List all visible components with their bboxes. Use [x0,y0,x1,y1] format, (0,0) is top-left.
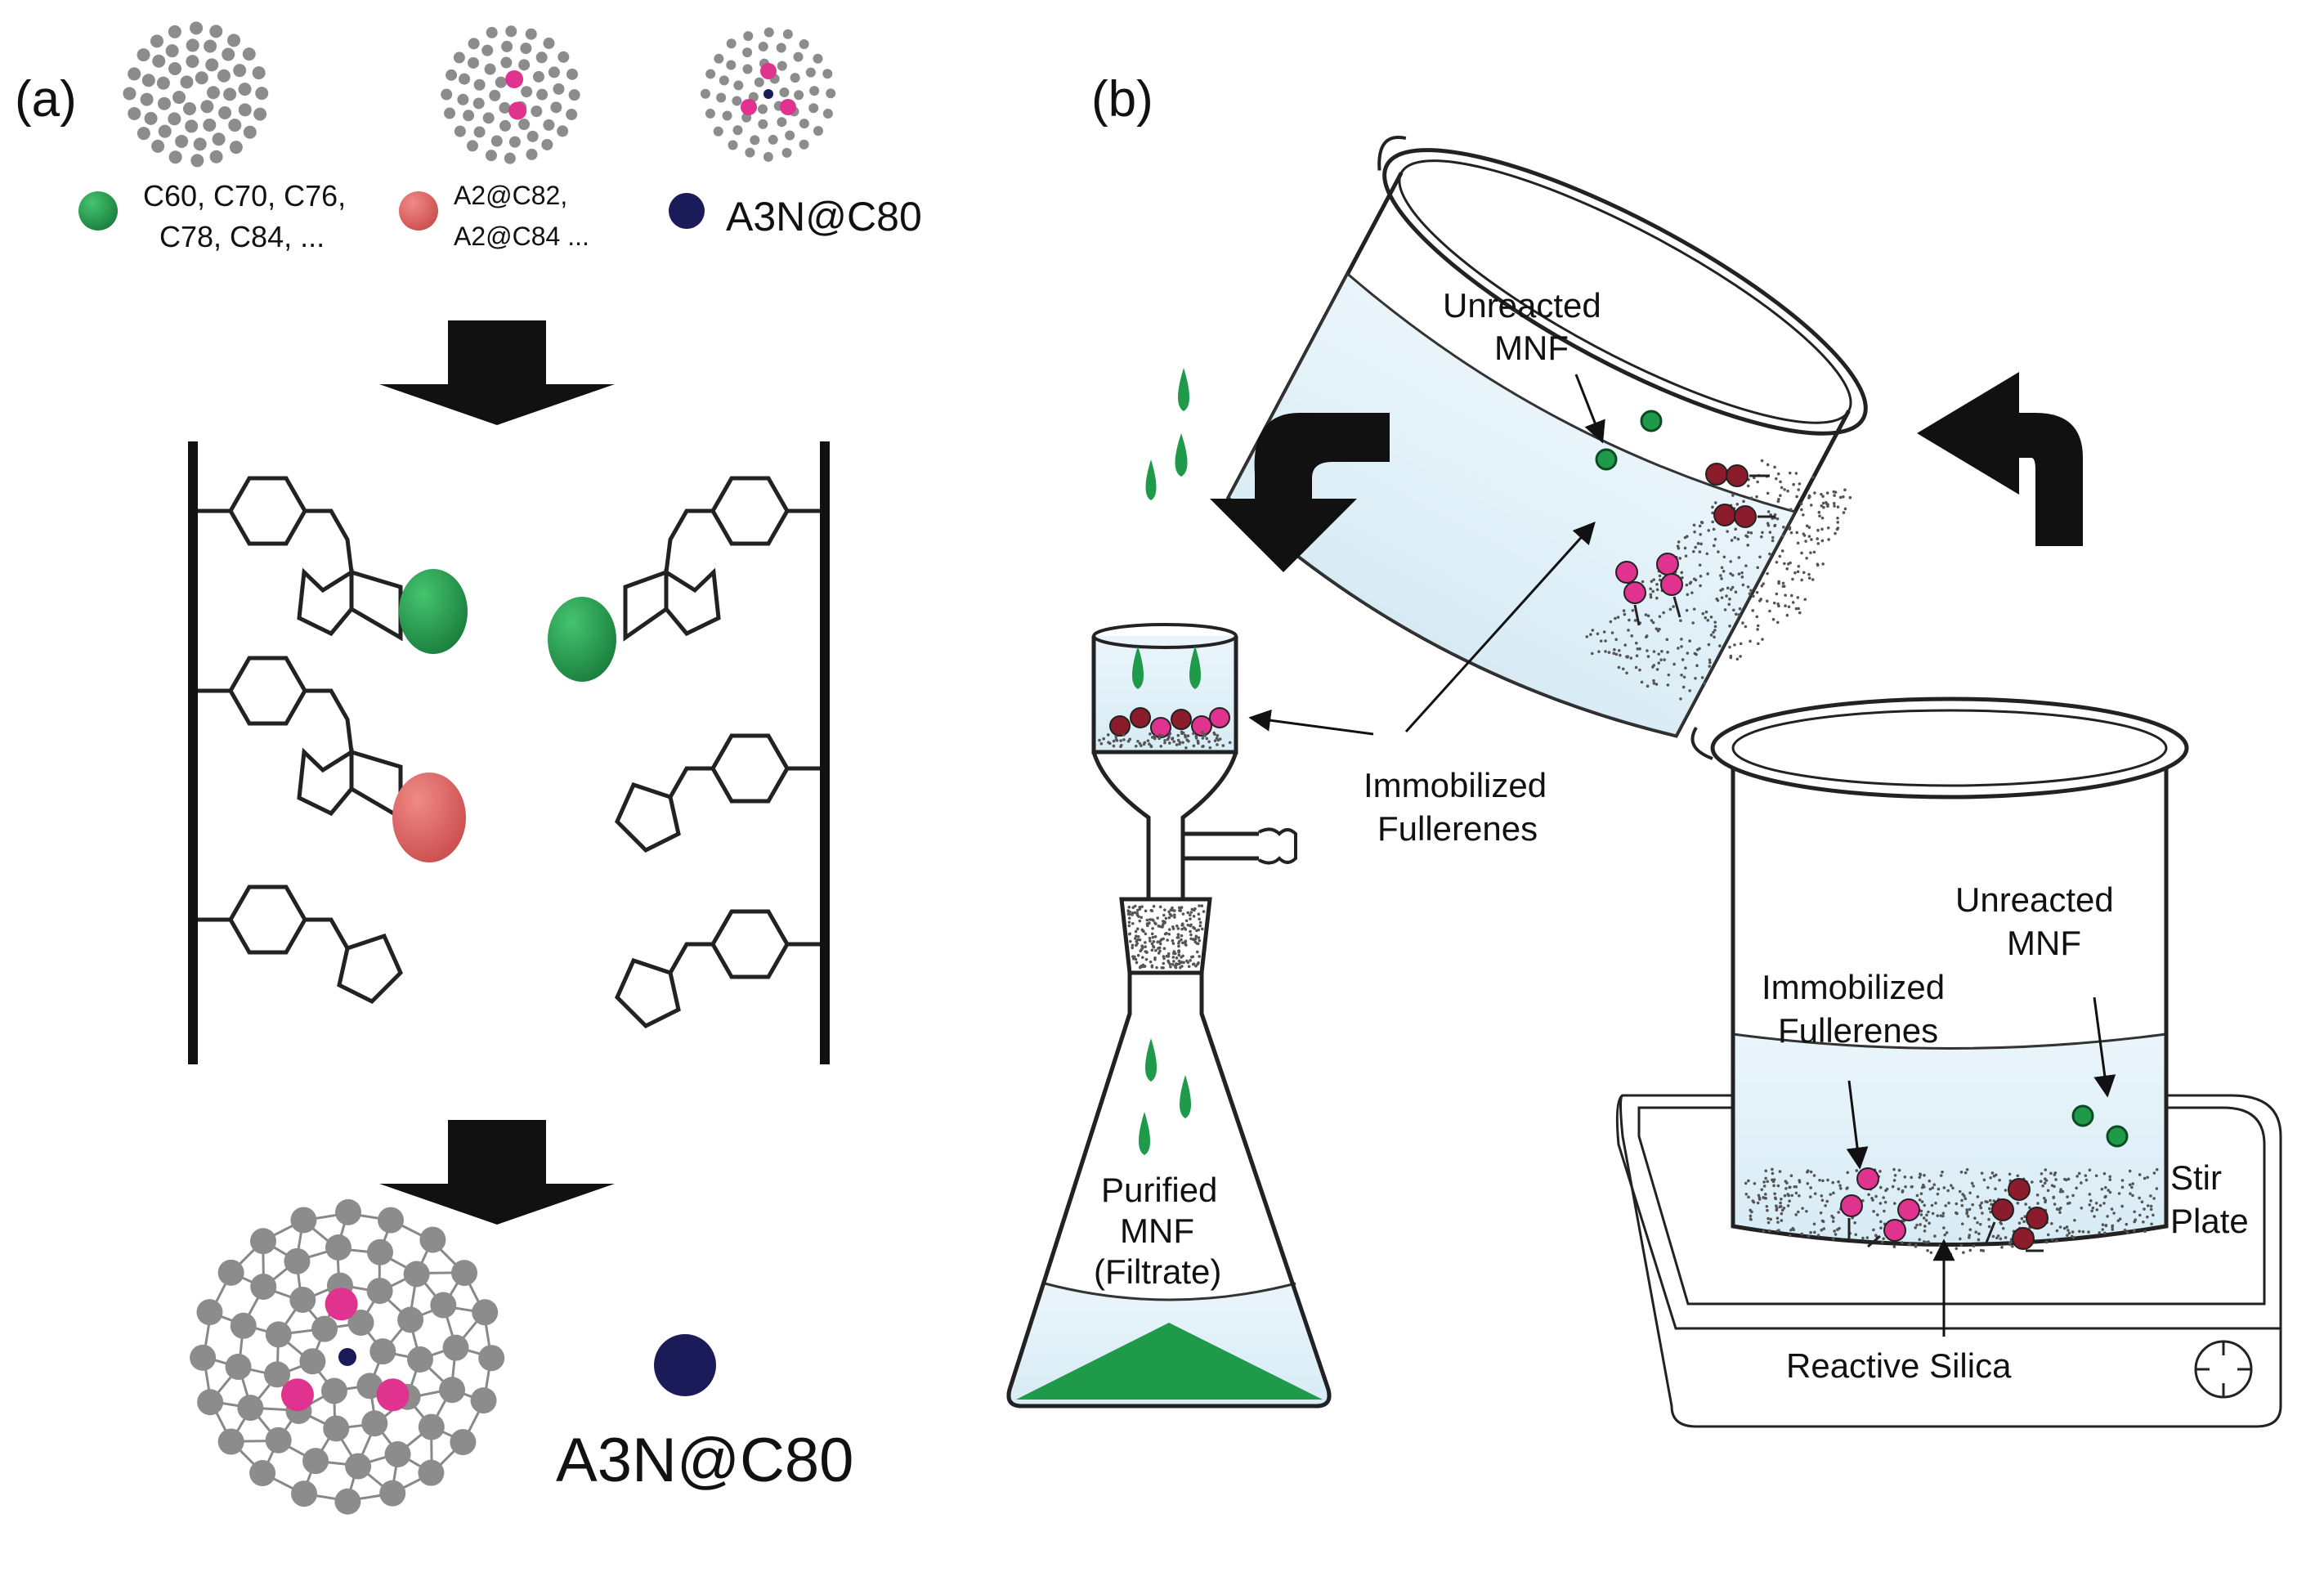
dimetallo-fullerene-cage-icon [441,25,580,164]
tilted-unreacted-line1: Unreacted [1443,286,1601,325]
bound-empty-fullerene [399,569,468,654]
purified-nitride-fullerene-cage-icon [190,1198,505,1515]
tilted-unreacted-line2: MNF [1494,329,1569,367]
flask-label-line2: MNF [1120,1212,1194,1250]
legend-nitride-label: A3N@C80 [726,194,922,240]
left-linkers [198,476,403,1005]
stir-immobilized-line2: Fullerenes [1778,1011,1938,1050]
falling-drops [1145,368,1189,500]
funnel-immobilized-fullerenes [1109,707,1230,738]
panel-a: (a) C60, C70, C76, C78, C84, ... A2@C82,… [15,21,922,1515]
filter-flask [1006,973,1332,1409]
pointer-arrow [1248,709,1374,736]
flask-label-line1: Purified [1101,1171,1217,1209]
silica-surface-right [820,441,830,1064]
down-arrow-icon [379,320,615,425]
navy-ball-icon [654,1334,716,1396]
silica-label: Reactive Silica [1786,1346,2012,1385]
pour-arrow-icon [1210,413,1390,572]
funnel-drops [1132,646,1201,689]
funnel-label-line1: Immobilized [1364,766,1547,804]
bound-dimetallo-fullerene [392,773,466,862]
silica-in-funnel [1098,730,1232,750]
return-arrow-icon [1917,372,2083,546]
stir-immobilized-cluster [1840,1167,2049,1252]
flask-drops [1139,1038,1191,1155]
silica-particles-tilted [1585,459,1852,701]
upright-beaker [1690,696,2189,1247]
unreacted-fullerene [2071,1104,2094,1127]
unreacted-fullerene [1595,448,1618,471]
navy-ball-icon [669,193,705,229]
green-ball-icon [78,191,118,231]
right-linkers [615,476,820,1029]
legend-empty-fullerenes: C60, C70, C76, C78, C84, ... [78,179,346,253]
legend-nitride-fullerene: A3N@C80 [669,193,922,240]
legend-dimetallo-line2: A2@C84 ... [454,222,589,251]
legend-dimetallo-fullerenes: A2@C82, A2@C84 ... [399,181,589,251]
stir-immobilized-line1: Immobilized [1762,968,1945,1006]
product-label: A3N@C80 [556,1426,853,1495]
unreacted-fullerene [1640,410,1663,432]
legend-dimetallo-line1: A2@C82, [454,181,567,210]
panel-a-label: (a) [15,71,77,128]
flask-label-line3: (Filtrate) [1094,1252,1221,1291]
pointer-arrow [1846,1080,1869,1170]
legend-empty-line1: C60, C70, C76, [143,179,346,213]
unreacted-fullerene [2106,1125,2129,1148]
silica-surface-left [188,441,198,1064]
nitride-fullerene-cage-icon [700,27,836,162]
funnel-label-line2: Fullerenes [1377,809,1538,848]
panel-b: (b) Unreacted [1006,71,2282,1428]
panel-b-label: (b) [1091,71,1153,128]
legend-empty-line2: C78, C84, ... [159,220,325,253]
down-arrow-icon [379,1120,615,1225]
stir-unreacted-line2: MNF [2007,924,2081,962]
immobilized-cluster [1615,463,1775,626]
red-ball-icon [399,191,438,231]
stir-plate-line2: Plate [2170,1202,2249,1240]
stopper-texture [1126,904,1206,970]
bound-empty-fullerene [548,597,616,682]
pointer-arrow [1404,521,1596,733]
empty-fullerene-cage-icon [123,21,269,168]
pointer-arrow [1574,374,1605,444]
stir-plate-line1: Stir [2170,1158,2222,1197]
stir-unreacted-line1: Unreacted [1955,880,2114,919]
pointer-arrow [2093,997,2116,1098]
